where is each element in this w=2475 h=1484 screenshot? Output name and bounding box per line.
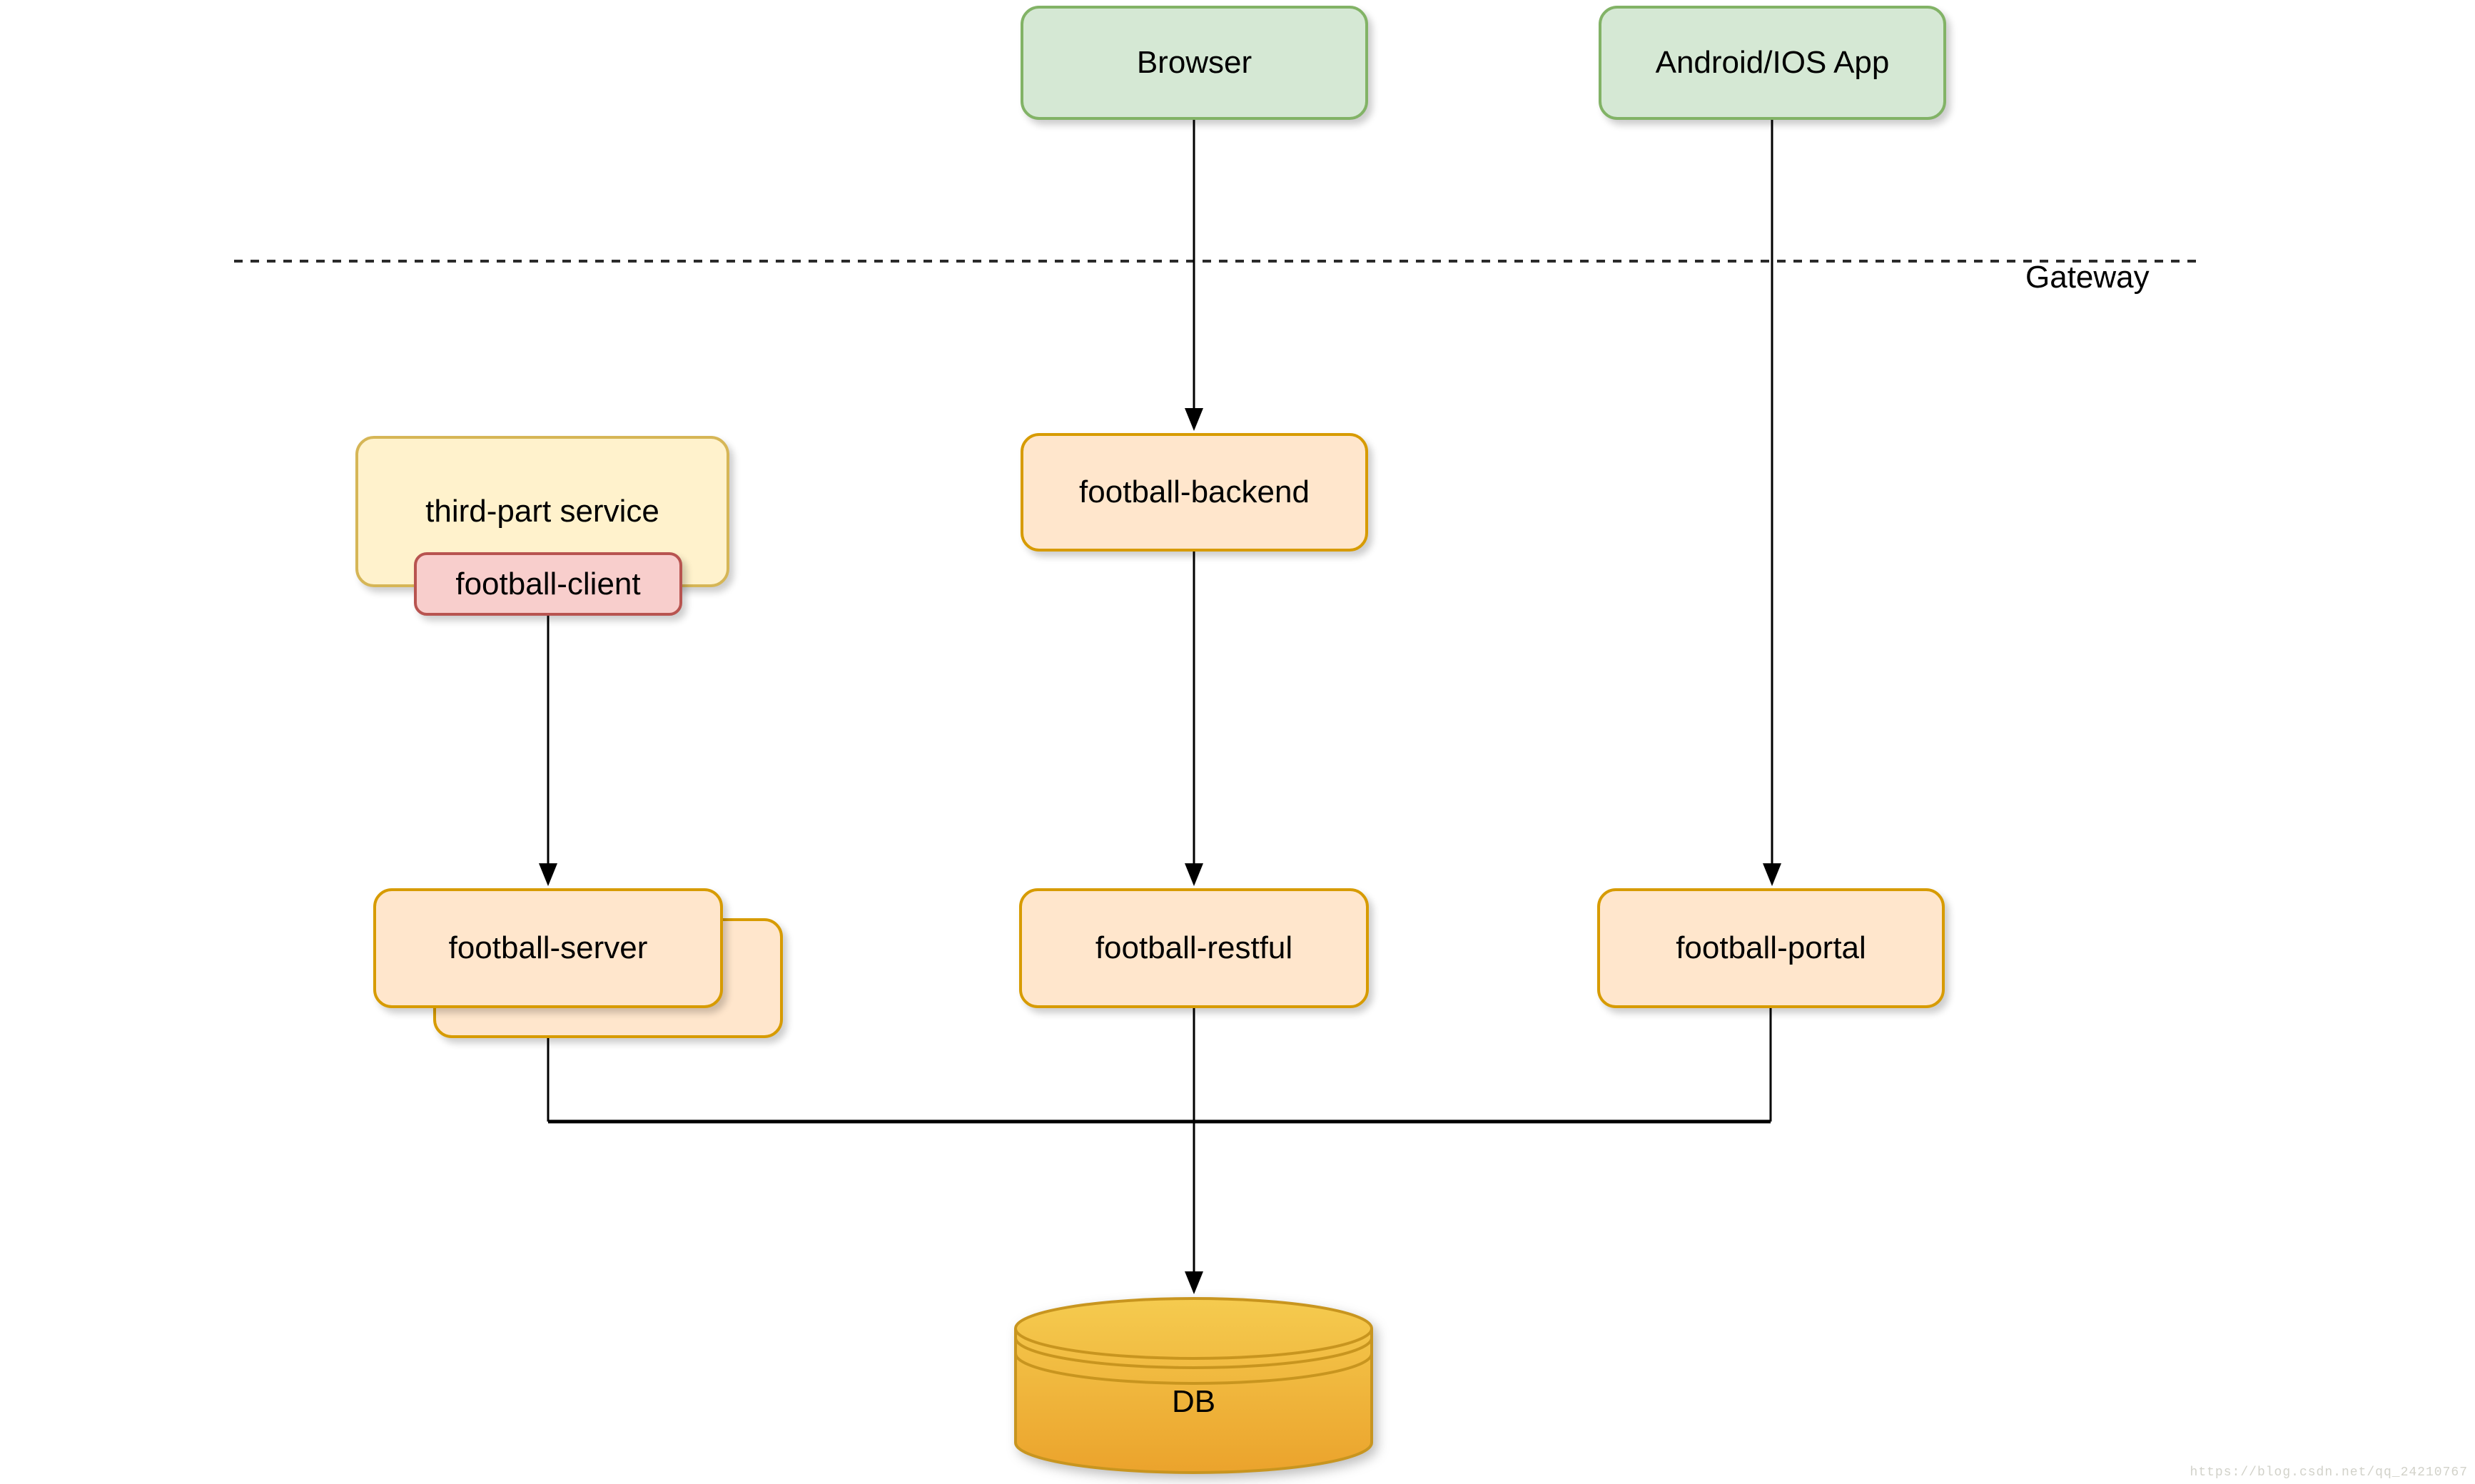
node-third-part-service-label: third-part service xyxy=(425,494,659,529)
node-football-client: football-client xyxy=(414,552,682,616)
gateway-label: Gateway xyxy=(2025,260,2150,295)
node-android-app: Android/IOS App xyxy=(1599,6,1946,120)
edge-browser-backend xyxy=(1185,120,1203,431)
node-football-client-label: football-client xyxy=(455,566,641,601)
watermark: https://blog.csdn.net/qq_24210767 xyxy=(2190,1465,2468,1480)
edge-client-server xyxy=(539,616,557,886)
node-football-portal: football-portal xyxy=(1597,888,1945,1008)
node-db-label: DB xyxy=(1171,1384,1216,1419)
node-football-restful-label: football-restful xyxy=(1095,930,1293,965)
edge-services-db xyxy=(547,1008,1772,1294)
node-db: DB xyxy=(1013,1296,1374,1475)
node-football-restful: football-restful xyxy=(1019,888,1369,1008)
db-cylinder xyxy=(1014,1297,1373,1474)
edge-android-portal xyxy=(1763,120,1781,886)
node-football-backend-label: football-backend xyxy=(1079,474,1310,509)
edge-backend-restful xyxy=(1185,552,1203,886)
node-football-portal-label: football-portal xyxy=(1676,930,1866,965)
node-football-backend: football-backend xyxy=(1021,433,1368,552)
node-football-server: football-server xyxy=(373,888,723,1008)
node-android-app-label: Android/IOS App xyxy=(1655,45,1890,80)
node-browser: Browser xyxy=(1021,6,1368,120)
node-football-server-label: football-server xyxy=(448,930,648,965)
node-browser-label: Browser xyxy=(1136,45,1252,80)
